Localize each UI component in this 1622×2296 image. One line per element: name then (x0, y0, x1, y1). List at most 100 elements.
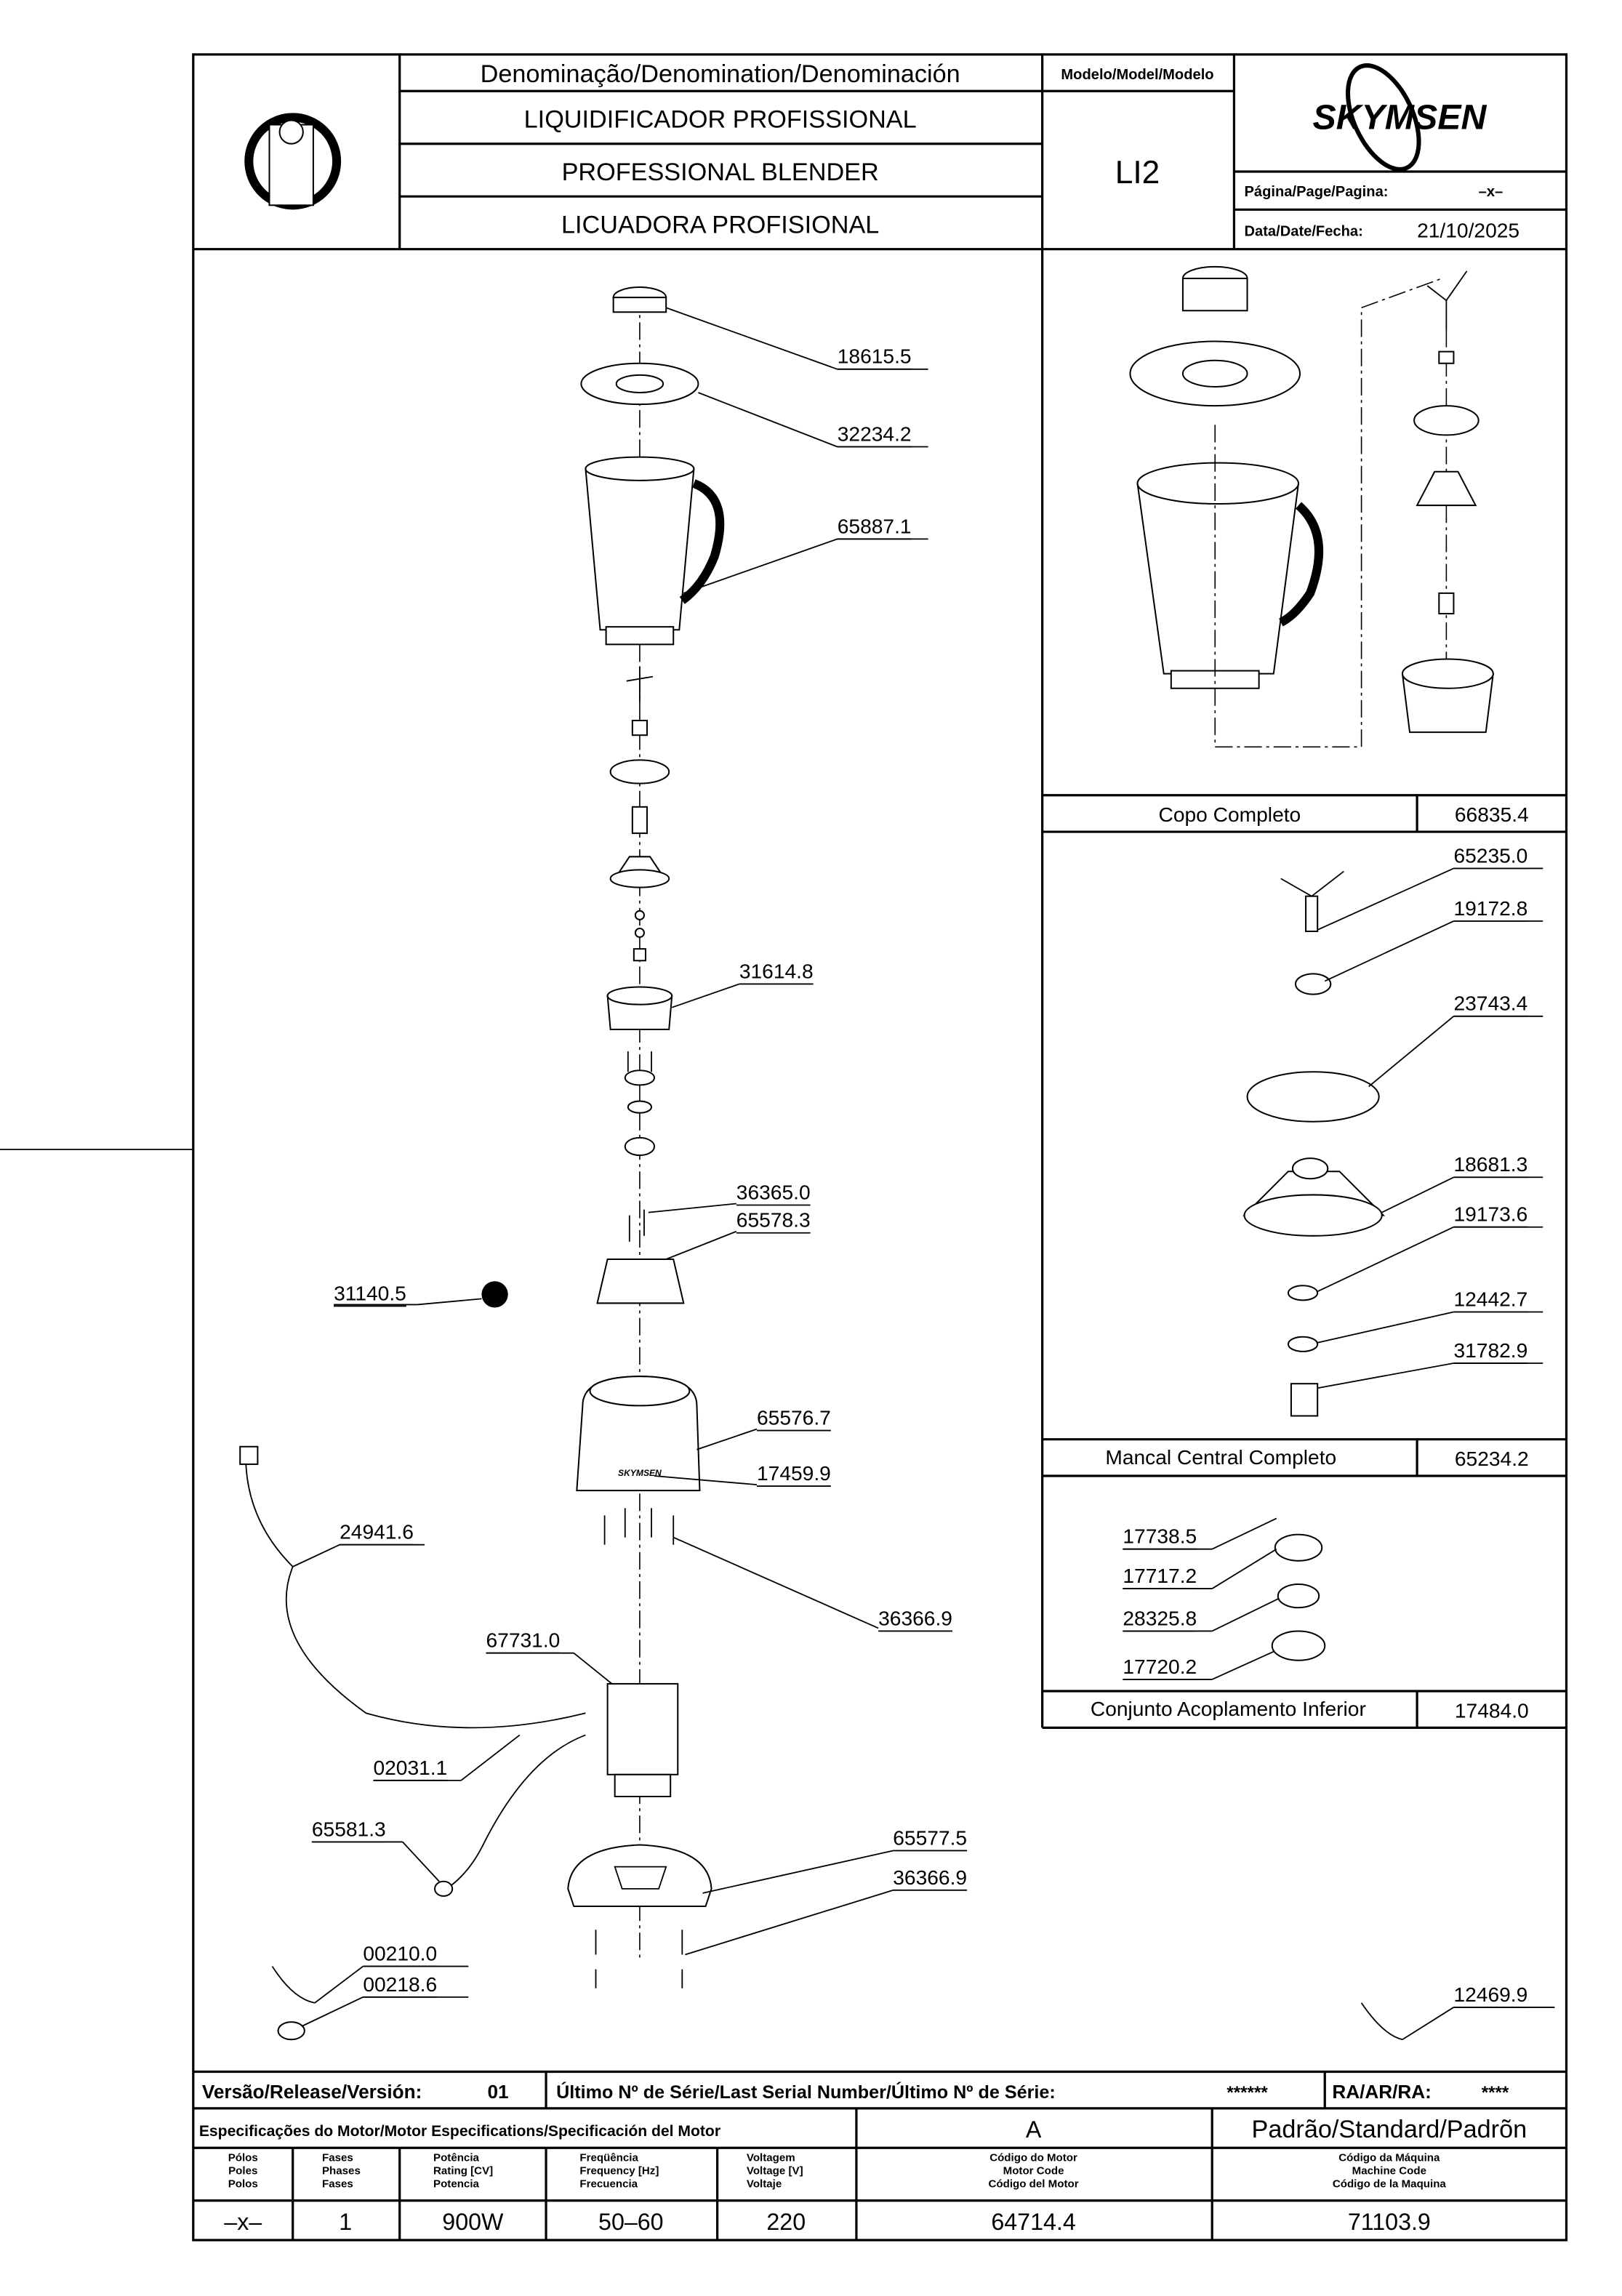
frequency-value: 50–60 (598, 2209, 664, 2235)
assembly-acoplamento-inferior: 17738.5 17717.2 28325.8 17720.2 Conjunto… (1042, 1517, 1567, 1729)
machine-code-value: 71103.9 (1348, 2209, 1431, 2235)
part-label: 32234.2 (838, 422, 912, 445)
title-block: Denominação/Denomination/Denominación LI… (193, 54, 1567, 1728)
voltage-value: 220 (766, 2209, 806, 2235)
assembly-code: 65234.2 (1455, 1447, 1529, 1470)
name-es: LICUADORA PROFISIONAL (561, 212, 879, 239)
col-header: Frequency [Hz] (579, 2164, 659, 2177)
motor-spec-label: Especificações do Motor/Motor Especifica… (199, 2123, 720, 2140)
name-pt: LIQUIDIFICADOR PROFISSIONAL (524, 106, 917, 134)
part-label: 36366.9 (893, 1866, 967, 1889)
model-value: LI2 (1115, 155, 1160, 190)
part-label: 12469.9 (1453, 1983, 1527, 2006)
standard-label: Padrão/Standard/Padrõn (1252, 2116, 1527, 2143)
model-label: Modelo/Model/Modelo (1061, 67, 1213, 83)
part-label: 17459.9 (757, 1461, 831, 1485)
assembly-name: Conjunto Acoplamento Inferior (1091, 1697, 1366, 1720)
col-header: Pólos (228, 2151, 258, 2164)
col-header: Rating [CV] (433, 2164, 493, 2177)
part-label: 17720.2 (1123, 1655, 1197, 1678)
serial-label: Último Nº de Série/Last Serial Number/Úl… (556, 2081, 1056, 2103)
col-header: Código de la Maquina (1333, 2178, 1447, 2191)
col-header: Fases (322, 2151, 353, 2164)
col-header: Polos (228, 2178, 258, 2191)
part-label: 65576.7 (757, 1406, 831, 1429)
page-label: Página/Page/Pagina: (1245, 184, 1389, 200)
col-header: Machine Code (1352, 2164, 1426, 2177)
date-value: 21/10/2025 (1417, 219, 1519, 242)
col-header: Frecuencia (579, 2178, 638, 2191)
ra-label: RA/AR/RA: (1332, 2081, 1432, 2103)
spec-headers: Pólos Poles Polos Fases Phases Fases Pot… (228, 2151, 1447, 2190)
col-header: Motor Code (1003, 2164, 1064, 2177)
col-header: Voltage [V] (747, 2164, 803, 2177)
page-value: –x– (1479, 184, 1503, 200)
assembly-code: 66835.4 (1455, 803, 1529, 826)
part-label: 65577.5 (893, 1826, 967, 1849)
part-label: 65578.3 (736, 1208, 811, 1232)
date-label: Data/Date/Fecha: (1245, 224, 1363, 240)
bottom-cover (567, 1844, 712, 1908)
part-label: 17717.2 (1123, 1564, 1197, 1587)
phases-value: 1 (339, 2209, 352, 2235)
part-label: 00210.0 (363, 1942, 437, 1965)
part-label: 36366.9 (878, 1606, 952, 1629)
part-label: 19173.6 (1453, 1203, 1527, 1226)
part-label: 19172.8 (1453, 896, 1527, 920)
part-label: 36365.0 (736, 1180, 811, 1203)
part-label: 65581.3 (312, 1817, 386, 1840)
col-header: Poles (228, 2164, 257, 2177)
power-value: 900W (442, 2209, 504, 2235)
assistencia-tecnica-seal (244, 113, 342, 210)
part-label: 24941.6 (340, 1520, 414, 1544)
col-header: Potencia (433, 2178, 480, 2191)
main-part-labels: 18615.5 32234.2 65887.1 31614.8 36365.0 … (311, 345, 1527, 2008)
footer-block: Versão/Release/Versión: 01 Último Nº de … (193, 2070, 1567, 2241)
part-label: 31614.8 (739, 959, 814, 982)
release-label: Versão/Release/Versión: (202, 2081, 422, 2103)
col-header: Voltaje (747, 2178, 782, 2191)
spec-values: –x– 1 900W 50–60 220 64714.4 71103.9 (224, 2209, 1431, 2235)
denomination-label: Denominação/Denomination/Denominación (481, 60, 960, 88)
assembly-copo-completo: Copo Completo 66835.4 (1042, 265, 1567, 833)
brand-name: SKYMSEN (1312, 98, 1487, 137)
part-label: 02031.1 (373, 1756, 447, 1779)
name-en: PROFESSIONAL BLENDER (562, 158, 879, 186)
serial-value: ****** (1226, 2083, 1268, 2103)
part-label: 23743.4 (1453, 992, 1527, 1015)
jar (585, 467, 695, 631)
col-header: Potência (433, 2151, 480, 2164)
col-header: Voltagem (747, 2151, 795, 2164)
part-label: 65887.1 (838, 514, 912, 537)
drawing-frame (192, 53, 1568, 2241)
part-label: 00218.6 (363, 1972, 437, 1996)
part-label: 67731.0 (486, 1629, 560, 1652)
base-brand-mark: SKYMSEN (618, 1468, 662, 1478)
part-label: 12442.7 (1453, 1287, 1527, 1310)
motor (606, 1682, 679, 1775)
version-letter: A (1026, 2116, 1042, 2143)
assembly-mancal-central: 65235.0 19172.8 23743.4 18681.3 19173.6 … (1042, 843, 1567, 1477)
col-header: Fases (322, 2178, 353, 2191)
part-label: 18615.5 (838, 345, 912, 368)
part-label: 31140.5 (334, 1281, 406, 1304)
col-header: Código do Motor (989, 2151, 1077, 2164)
part-label: 18681.3 (1453, 1152, 1527, 1176)
skymsen-logo: SKYMSEN (1312, 63, 1487, 172)
col-header: Phases (322, 2164, 361, 2177)
part-label: 65235.0 (1453, 843, 1527, 867)
ra-value: **** (1482, 2083, 1509, 2103)
main-exploded-view: SKYMSEN (239, 286, 1555, 2041)
assembly-name: Mancal Central Completo (1105, 1445, 1336, 1469)
assembly-name: Copo Completo (1158, 803, 1301, 826)
motor-code-value: 64714.4 (991, 2209, 1075, 2235)
col-header: Freqüência (579, 2151, 638, 2164)
col-header: Código da Máquina (1338, 2151, 1440, 2164)
assembly-code: 17484.0 (1455, 1698, 1529, 1722)
poles-value: –x– (224, 2209, 262, 2235)
part-label: 31782.9 (1453, 1338, 1527, 1362)
part-label: 17738.5 (1123, 1525, 1197, 1548)
release-value: 01 (488, 2081, 509, 2103)
col-header: Código del Motor (989, 2178, 1079, 2191)
